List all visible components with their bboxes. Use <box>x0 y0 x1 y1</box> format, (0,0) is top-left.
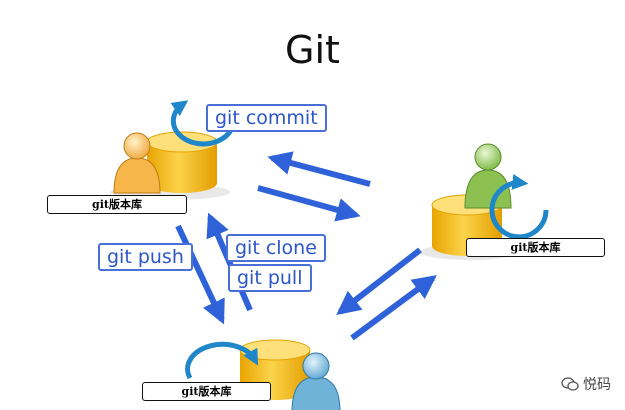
refresh-cycle-icon <box>185 341 259 380</box>
git-push-label: git push <box>98 243 193 271</box>
git-clone-label: git clone <box>226 234 326 262</box>
arrow-topleft-to-bottom <box>175 224 225 325</box>
user-icon <box>113 132 161 194</box>
arrow-bottom-to-topleft <box>206 212 253 312</box>
git-commit-label: git commit <box>206 104 327 132</box>
arrow-right-to-bottom <box>336 247 422 315</box>
repo-label-right: git版本库 <box>466 238 605 257</box>
arrow-topleft-to-right <box>257 185 361 222</box>
arrow-bottom-to-right <box>350 275 437 341</box>
transfer-arrows <box>175 151 437 341</box>
repo-label-bottom: git版本库 <box>142 382 271 401</box>
watermark-text: 悦码 <box>583 377 611 393</box>
watermark: 悦码 <box>561 374 611 394</box>
page-title: Git <box>285 28 340 72</box>
git-pull-label: git pull <box>228 264 312 292</box>
user-icon <box>291 352 341 410</box>
refresh-cycle-icon <box>489 174 549 240</box>
arrow-right-to-topleft <box>267 151 371 187</box>
repo-label-top-left: git版本库 <box>47 195 187 214</box>
user-icon <box>464 143 512 209</box>
wechat-icon <box>561 377 579 391</box>
